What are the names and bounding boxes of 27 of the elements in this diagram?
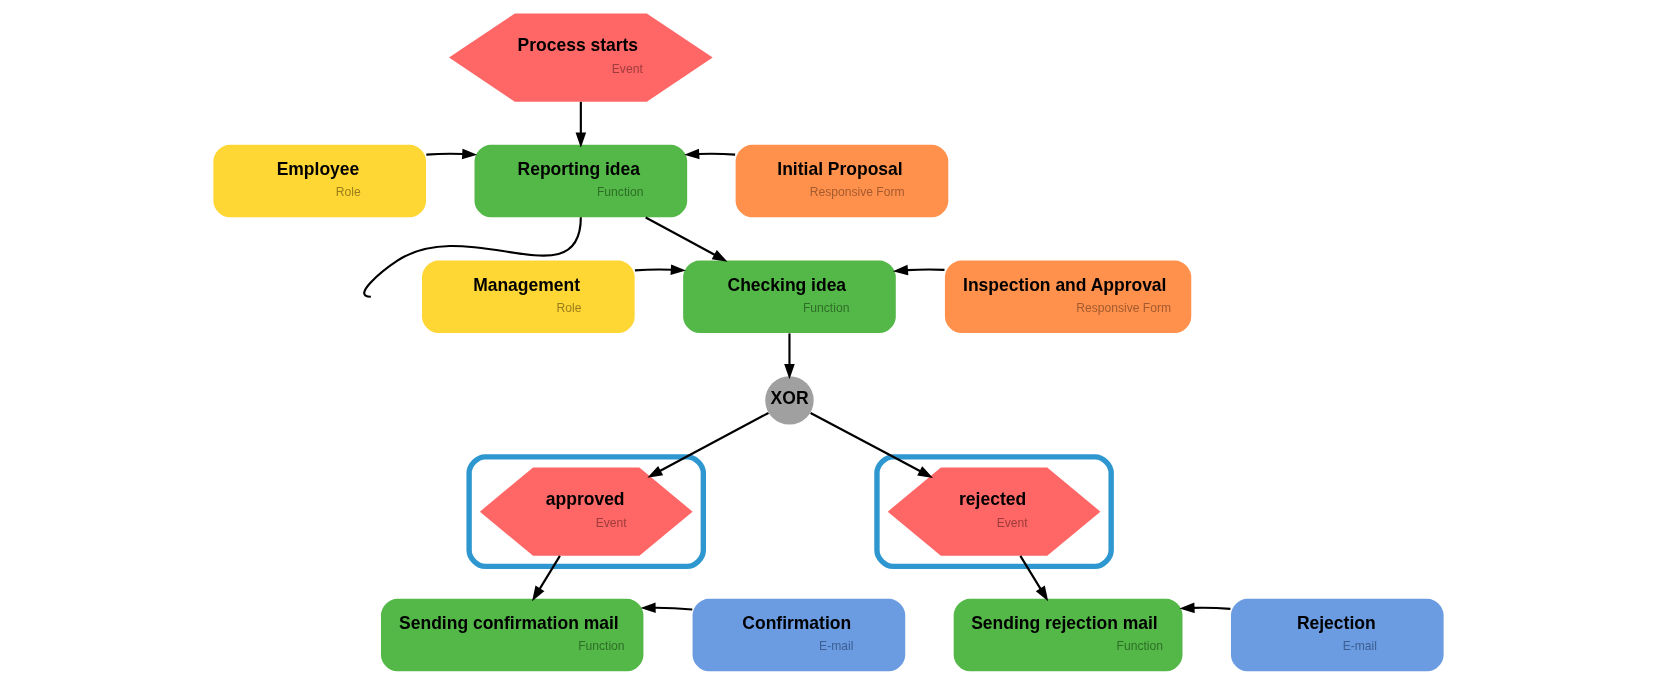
arrow — [640, 602, 692, 613]
node-box: Reporting idea Function — [474, 144, 687, 218]
arrow — [531, 555, 561, 602]
connector — [362, 217, 582, 298]
node-box: Checking idea Function — [682, 260, 896, 334]
arrow — [683, 148, 735, 160]
cluster — [873, 454, 1114, 570]
arrow — [575, 101, 586, 148]
arrow — [634, 264, 686, 275]
cluster — [465, 454, 706, 570]
arrow — [1178, 602, 1230, 614]
arrow — [644, 216, 727, 262]
arrow — [892, 264, 945, 276]
arrow — [646, 412, 769, 478]
node-box: Initial Proposal Responsive Form — [735, 144, 948, 218]
node-box: Management Role — [421, 260, 635, 334]
node-box: Rejection E-mail — [1230, 598, 1444, 672]
node-box: Sending rejection mail Function — [953, 598, 1182, 672]
arrow — [425, 148, 477, 160]
node-box: Confirmation E-mail — [692, 598, 905, 672]
node-box: Inspection and Approval Responsive Form — [944, 260, 1191, 334]
arrow — [1018, 555, 1048, 602]
arrow — [783, 333, 795, 380]
node-box: Sending confirmation mail Function — [380, 598, 643, 672]
node-box: Employee Role — [212, 144, 426, 218]
arrow — [809, 412, 933, 478]
node-circle: XOR — [764, 376, 814, 425]
